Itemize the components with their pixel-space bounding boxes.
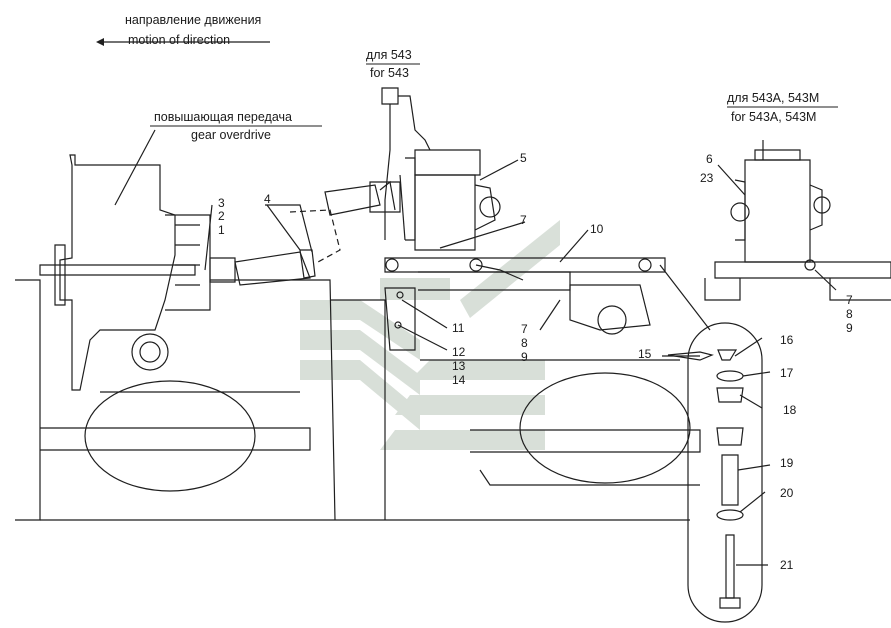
caption-variant-543: для 543 for 543: [366, 48, 420, 80]
direction-arrow-icon: [96, 38, 104, 46]
direction-ru: направление движения: [125, 13, 261, 27]
callout-18: 18: [783, 403, 797, 417]
caption-direction: направление движения motion of direction: [125, 13, 261, 47]
callout-10: 10: [590, 222, 604, 236]
truck-chassis-lines: [15, 41, 891, 623]
callout-7b: 7: [521, 322, 528, 336]
caption-overdrive: повышающая передача gear overdrive: [150, 110, 322, 142]
callout-19: 19: [780, 456, 794, 470]
variant-543-ru: для 543: [366, 48, 412, 62]
callout-2: 2: [218, 209, 225, 223]
callout-8c: 8: [846, 307, 853, 321]
caption-variant-543am: для 543А, 543М for 543A, 543M: [727, 91, 838, 124]
callout-15: 15: [638, 347, 652, 361]
callout-12: 12: [452, 345, 466, 359]
callout-3: 3: [218, 196, 225, 210]
callout-11: 11: [452, 321, 465, 335]
callout-16: 16: [780, 333, 794, 347]
variant-543am-ru: для 543А, 543М: [727, 91, 819, 105]
variant-543am-en: for 543A, 543M: [731, 110, 816, 124]
callout-numbers: 3 2 1 4 5 7 10 7 8 9 11 12 13 14 6 23 7 …: [218, 151, 853, 572]
overdrive-en: gear overdrive: [191, 128, 271, 142]
callout-5: 5: [520, 151, 527, 165]
callout-21: 21: [780, 558, 794, 572]
callout-17: 17: [780, 366, 794, 380]
callout-1: 1: [218, 223, 225, 237]
callout-13: 13: [452, 359, 466, 373]
callout-7a: 7: [520, 213, 527, 227]
callout-6: 6: [706, 152, 713, 166]
direction-en: motion of direction: [128, 33, 230, 47]
callout-9b: 9: [521, 350, 528, 364]
callout-14: 14: [452, 373, 466, 387]
variant-543-en: for 543: [370, 66, 409, 80]
callout-8b: 8: [521, 336, 528, 350]
overdrive-ru: повышающая передача: [154, 110, 292, 124]
callout-23: 23: [700, 171, 714, 185]
callout-9c: 9: [846, 321, 853, 335]
callout-20: 20: [780, 486, 794, 500]
callout-4: 4: [264, 192, 271, 206]
callout-7c: 7: [846, 293, 853, 307]
